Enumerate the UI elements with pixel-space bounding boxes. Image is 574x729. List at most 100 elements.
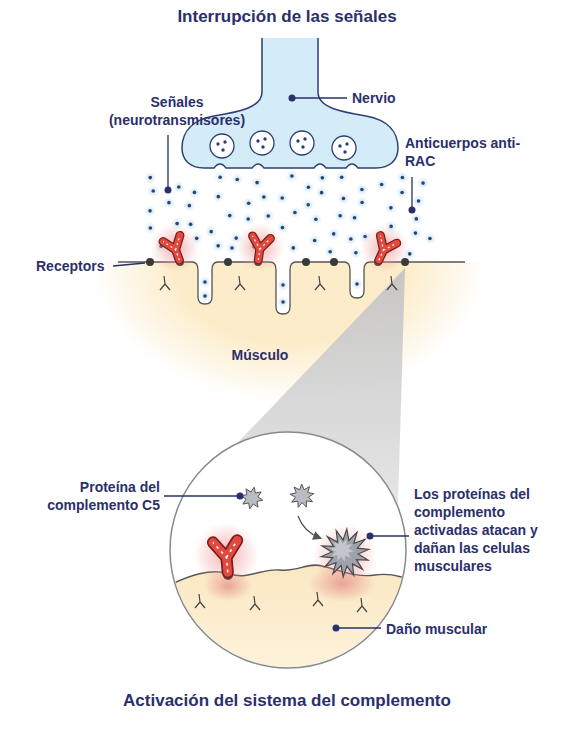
nerve-terminal xyxy=(343,150,346,153)
neurotransmitters xyxy=(376,178,388,190)
nerve-label: Nervio xyxy=(352,89,396,107)
antibody xyxy=(163,235,188,263)
neurotransmitters xyxy=(310,213,322,225)
antibody xyxy=(213,540,240,573)
nerve-terminal xyxy=(290,131,314,155)
neurotransmitters xyxy=(316,172,328,184)
neurotransmitters xyxy=(167,201,171,205)
neurotransmitters xyxy=(258,191,270,203)
neurotransmitters xyxy=(328,250,332,254)
neurotransmitters xyxy=(414,231,418,235)
neurotransmitters xyxy=(338,214,342,218)
nerve-terminal xyxy=(182,38,398,168)
neurotransmitters xyxy=(148,209,152,213)
neurotransmitters xyxy=(302,199,314,211)
neurotransmitters xyxy=(203,280,207,284)
neurotransmitters xyxy=(332,232,336,236)
nerve-label-holder: Nervio xyxy=(352,89,396,107)
neurotransmitters xyxy=(408,252,412,256)
neurotransmitters xyxy=(290,174,294,178)
leader-line xyxy=(411,177,412,208)
neurotransmitters xyxy=(409,227,421,239)
activation-arrow xyxy=(298,516,320,538)
attack-glow xyxy=(313,524,377,588)
neurotransmitters xyxy=(410,213,422,225)
neurotransmitters xyxy=(280,196,284,200)
neurotransmitters xyxy=(307,185,311,189)
neurotransmitters xyxy=(314,217,318,221)
receptor-anchor xyxy=(195,594,205,608)
neurotransmitters xyxy=(413,195,425,207)
leader-dot xyxy=(409,207,416,214)
neurotransmitters xyxy=(380,183,384,187)
neurotransmitters xyxy=(177,185,181,189)
antibody xyxy=(233,220,287,274)
neurotransmitters xyxy=(144,222,156,234)
neurotransmitters xyxy=(342,197,346,201)
antibody xyxy=(144,217,206,279)
neurotransmitters xyxy=(144,170,436,308)
receptor-dot xyxy=(224,258,232,266)
nerve-terminal xyxy=(332,136,356,160)
activated-complement xyxy=(330,538,354,561)
antibody-label: Anticuerpos anti-RAC xyxy=(405,134,527,170)
receptor-anchor xyxy=(235,276,245,290)
neurotransmitters xyxy=(212,191,224,203)
receptor-dot xyxy=(330,258,338,266)
neurotransmitters xyxy=(216,244,220,248)
antibody xyxy=(249,236,270,261)
neurotransmitters xyxy=(224,210,236,222)
neurotransmitters xyxy=(356,197,368,209)
neurotransmitters xyxy=(417,199,421,203)
nerve-terminal xyxy=(301,145,304,148)
antibody xyxy=(371,236,397,264)
leader-dot xyxy=(289,95,296,102)
antibody xyxy=(371,236,397,264)
neurotransmitters xyxy=(281,226,285,230)
neurotransmitters xyxy=(336,171,348,183)
neurotransmitters xyxy=(349,237,353,241)
zoom-outline xyxy=(170,432,406,668)
neurotransmitters xyxy=(396,171,408,183)
antibody xyxy=(233,220,287,274)
neurotransmitters xyxy=(199,290,211,302)
antibody xyxy=(163,235,188,263)
receptor-anchor xyxy=(357,598,367,612)
antibody xyxy=(352,217,416,281)
neurotransmitters xyxy=(231,174,243,186)
leader-line xyxy=(292,97,347,98)
neurotransmitters xyxy=(428,237,432,241)
neurotransmitters xyxy=(188,186,200,198)
leader-dot xyxy=(237,493,244,500)
receptor-anchor xyxy=(160,276,170,290)
neurotransmitters xyxy=(286,170,298,182)
neurotransmitters xyxy=(360,188,364,192)
neurotransmitters xyxy=(328,228,340,240)
nerve-terminal xyxy=(216,142,219,145)
neurotransmitters xyxy=(243,197,255,209)
attack-label: Los proteínas del complemento activadas … xyxy=(414,485,570,575)
neurotransmitters xyxy=(148,176,152,180)
nerve-terminal xyxy=(210,134,234,158)
leader-line xyxy=(113,263,145,266)
neurotransmitters xyxy=(199,276,211,288)
complement-label: Proteína del complemento C5 xyxy=(8,478,160,514)
attack-label-holder: Los proteínas del complemento activadas … xyxy=(414,485,570,575)
neurotransmitters xyxy=(188,204,192,208)
neurotransmitters xyxy=(340,176,344,180)
nerve-terminal xyxy=(261,145,264,148)
antibody xyxy=(191,520,261,590)
nerve-terminal xyxy=(250,131,274,155)
neurotransmitters xyxy=(255,181,259,185)
neurotransmitters xyxy=(389,206,393,210)
neurotransmitters xyxy=(334,210,346,222)
neurotransmitters xyxy=(401,176,405,180)
complement-c5 xyxy=(290,484,314,507)
neurotransmitters xyxy=(400,191,404,195)
neurotransmitters xyxy=(151,189,155,193)
antibody xyxy=(163,235,188,263)
antibody xyxy=(213,540,240,573)
neurotransmitters xyxy=(309,234,321,246)
neurotransmitters xyxy=(209,230,213,234)
